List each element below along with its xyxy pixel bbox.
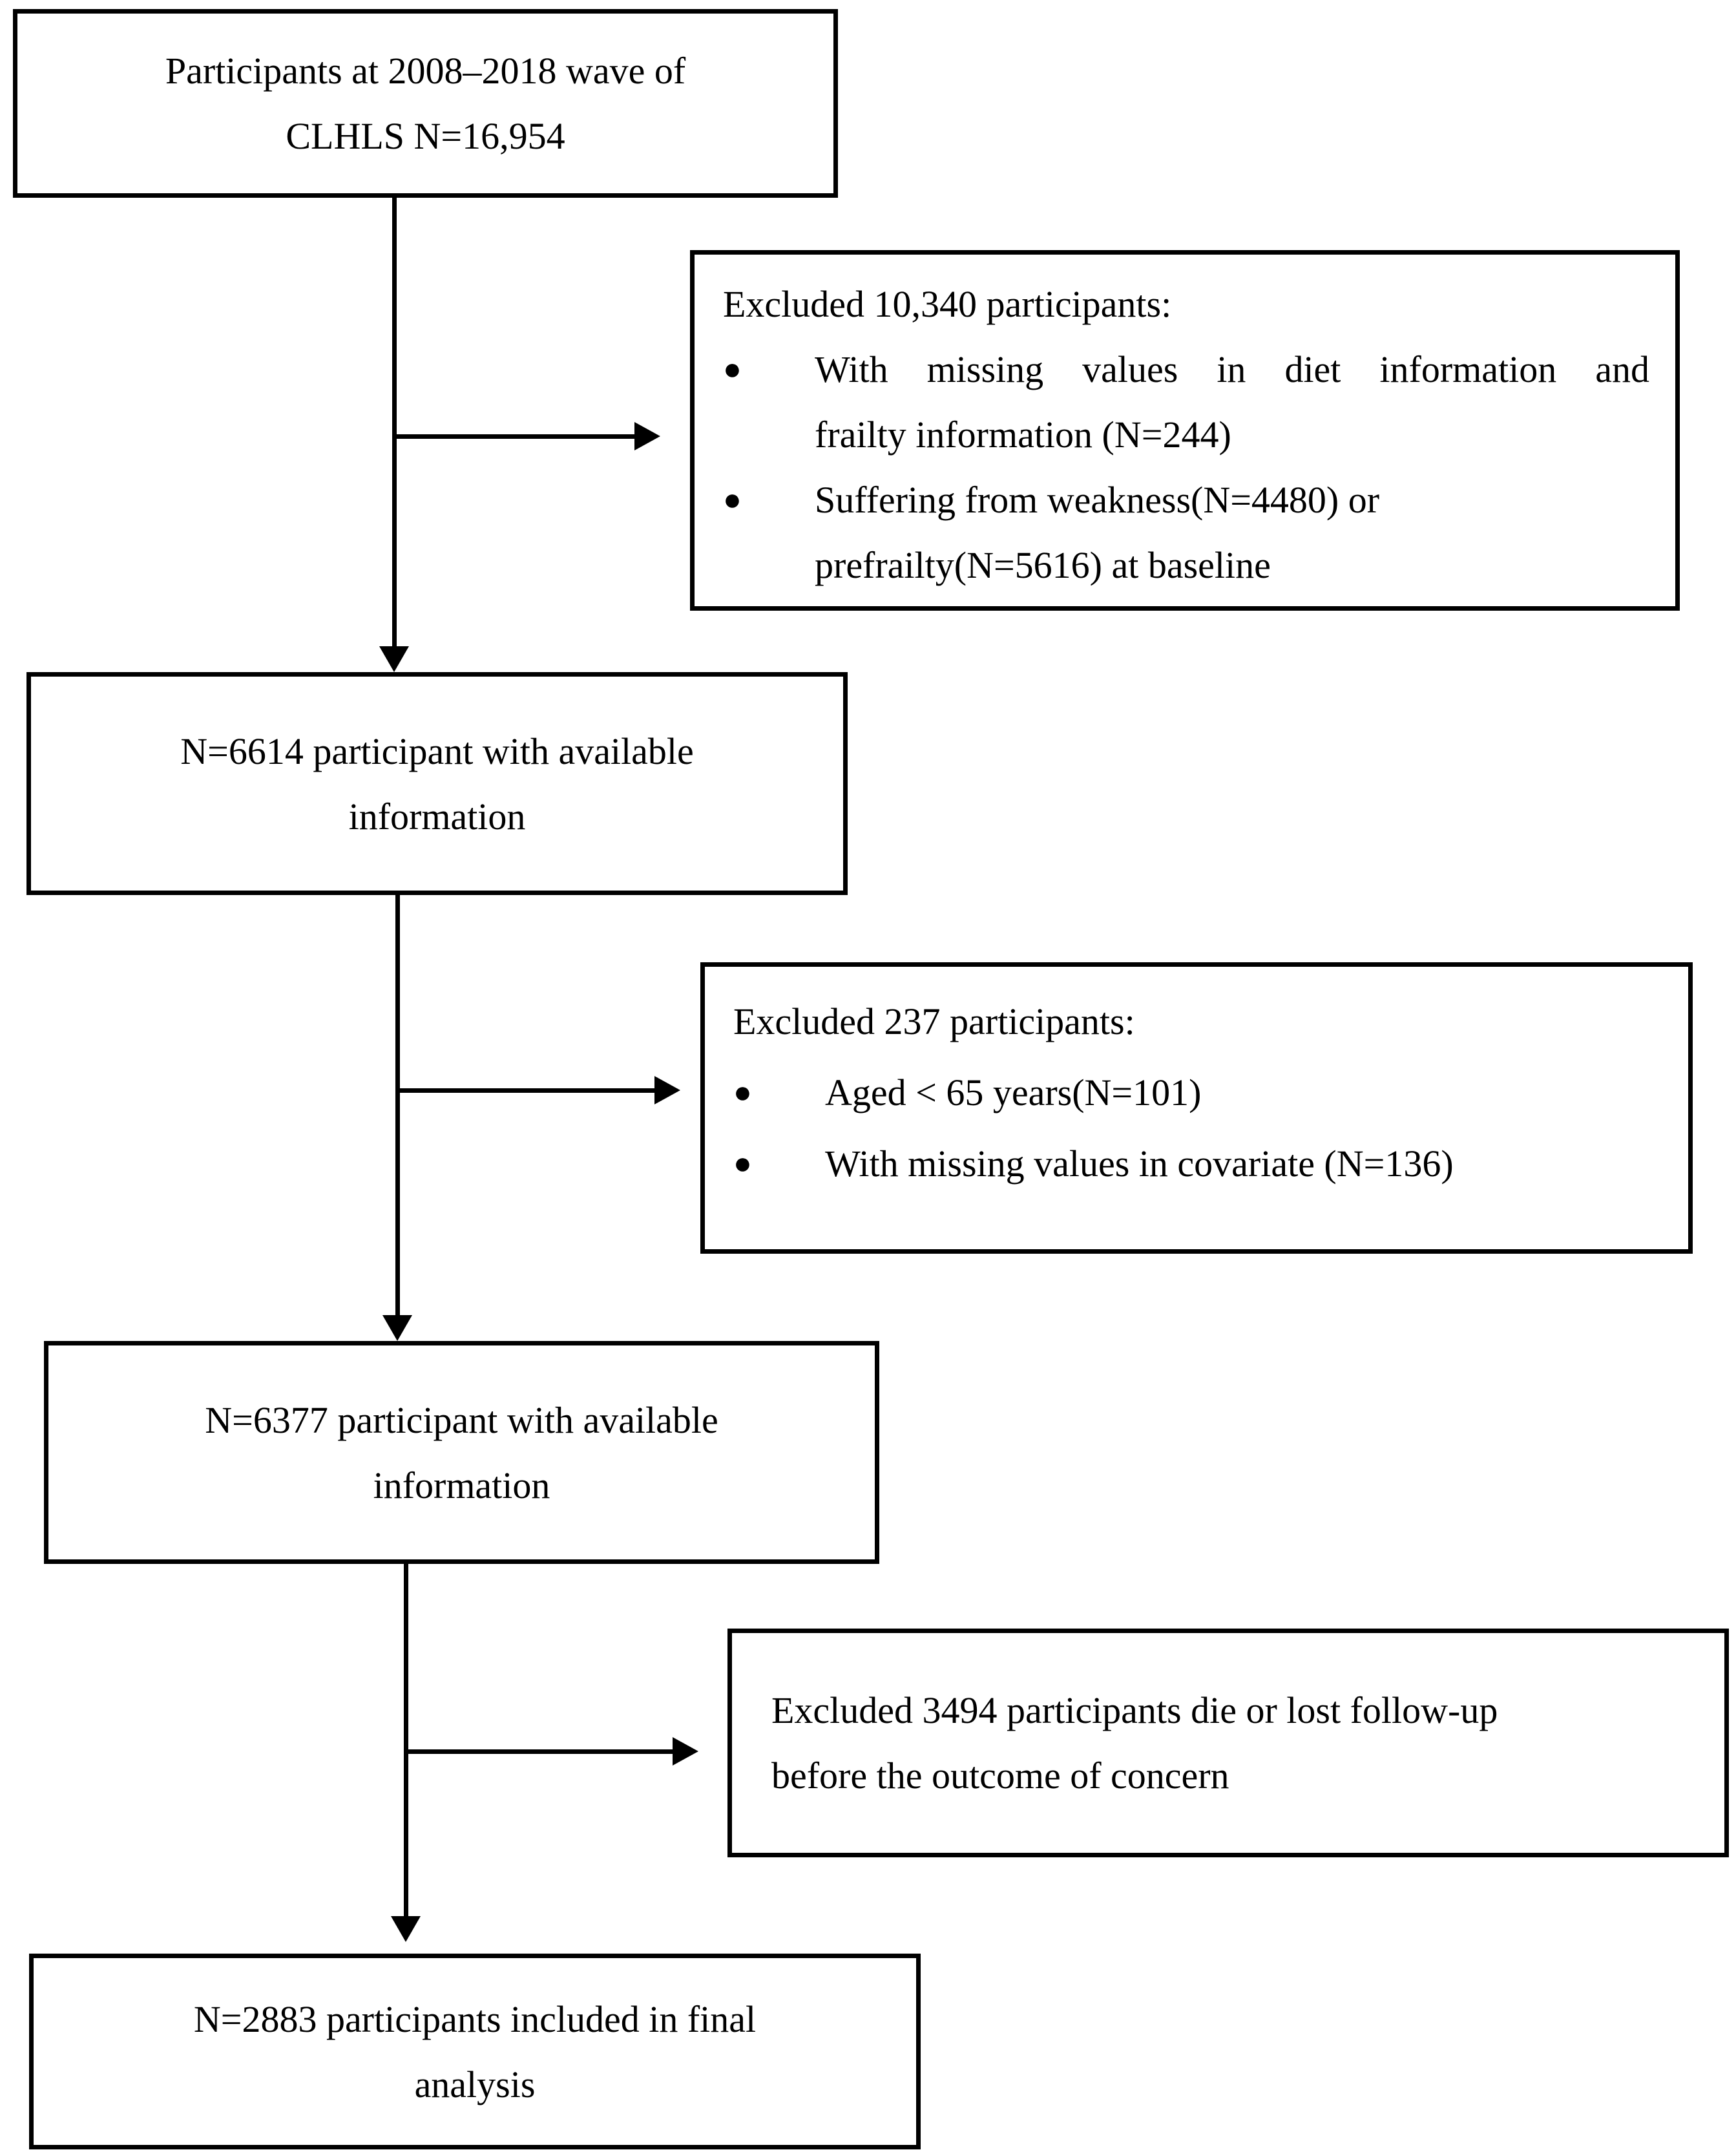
down-arrow-2-shaft	[395, 895, 400, 1315]
arrowhead-down-icon	[391, 1916, 421, 1942]
text-line: frailty information (N=244)	[815, 414, 1231, 456]
text-line: N=6377 participant with available	[205, 1398, 718, 1441]
text-line: before the outcome of concern	[771, 1755, 1229, 1797]
bullet-item: ● With missing values in diet informatio…	[723, 337, 1649, 467]
text-line: Aged < 65 years(N=101)	[825, 1071, 1202, 1113]
text-line: Excluded 3494 participants die or lost f…	[771, 1689, 1498, 1731]
bullet-text: With missing values in covariate (N=136)	[825, 1128, 1662, 1199]
text-line: prefrailty(N=5616) at baseline	[815, 544, 1271, 586]
bullet-icon: ●	[733, 1146, 752, 1181]
arrowhead-right-icon	[673, 1737, 698, 1766]
box-available-6614: N=6614 participant with available inform…	[26, 672, 848, 895]
bullet-text: Suffering from weakness(N=4480) or prefr…	[815, 467, 1649, 598]
text-line: analysis	[414, 2063, 536, 2105]
text-line: N=2883 participants included in final	[193, 1998, 757, 2040]
bullet-icon: ●	[723, 352, 742, 386]
box-available-6377: N=6377 participant with available inform…	[44, 1341, 879, 1564]
text-line: Participants at 2008–2018 wave of	[165, 50, 686, 92]
bullet-item: ● With missing values in covariate (N=13…	[733, 1128, 1662, 1199]
bullet-icon: ●	[723, 483, 742, 517]
arrowhead-down-icon	[382, 1315, 412, 1341]
exclusion-heading: Excluded 237 participants:	[733, 1000, 1135, 1042]
text-line: information	[348, 795, 526, 838]
bullet-text: With missing values in diet information …	[815, 337, 1649, 467]
box-final-analysis: N=2883 participants included in final an…	[29, 1954, 921, 2149]
text-line: With missing values in covariate (N=136)	[825, 1143, 1454, 1185]
bullet-text: Aged < 65 years(N=101)	[825, 1057, 1662, 1128]
arrowhead-right-icon	[634, 422, 660, 450]
box-excluded-followup: Excluded 3494 participants die or lost f…	[727, 1629, 1729, 1857]
bullet-item: ● Suffering from weakness(N=4480) or pre…	[723, 467, 1649, 598]
arrowhead-right-icon	[654, 1076, 680, 1104]
box-excluded-baseline: Excluded 10,340 participants: ● With mis…	[690, 250, 1680, 611]
down-arrow-1-shaft	[392, 198, 397, 648]
box-participants-initial: Participants at 2008–2018 wave of CLHLS …	[13, 9, 838, 198]
text-line: N=6614 participant with available	[180, 730, 694, 772]
right-arrow-2-shaft	[397, 1088, 654, 1093]
text-line: With missing values in diet information …	[815, 348, 1649, 390]
text-line: information	[373, 1464, 550, 1506]
down-arrow-3-shaft	[404, 1564, 408, 1916]
right-arrow-1-shaft	[394, 434, 634, 439]
arrowhead-down-icon	[379, 646, 409, 672]
exclusion-heading: Excluded 10,340 participants:	[723, 283, 1172, 325]
right-arrow-3-shaft	[406, 1749, 673, 1754]
box-excluded-criteria: Excluded 237 participants: ● Aged < 65 y…	[700, 962, 1693, 1254]
text-line: Suffering from weakness(N=4480) or	[815, 479, 1380, 521]
text-line: CLHLS N=16,954	[286, 115, 565, 157]
bullet-item: ● Aged < 65 years(N=101)	[733, 1057, 1662, 1128]
bullet-icon: ●	[733, 1075, 752, 1110]
